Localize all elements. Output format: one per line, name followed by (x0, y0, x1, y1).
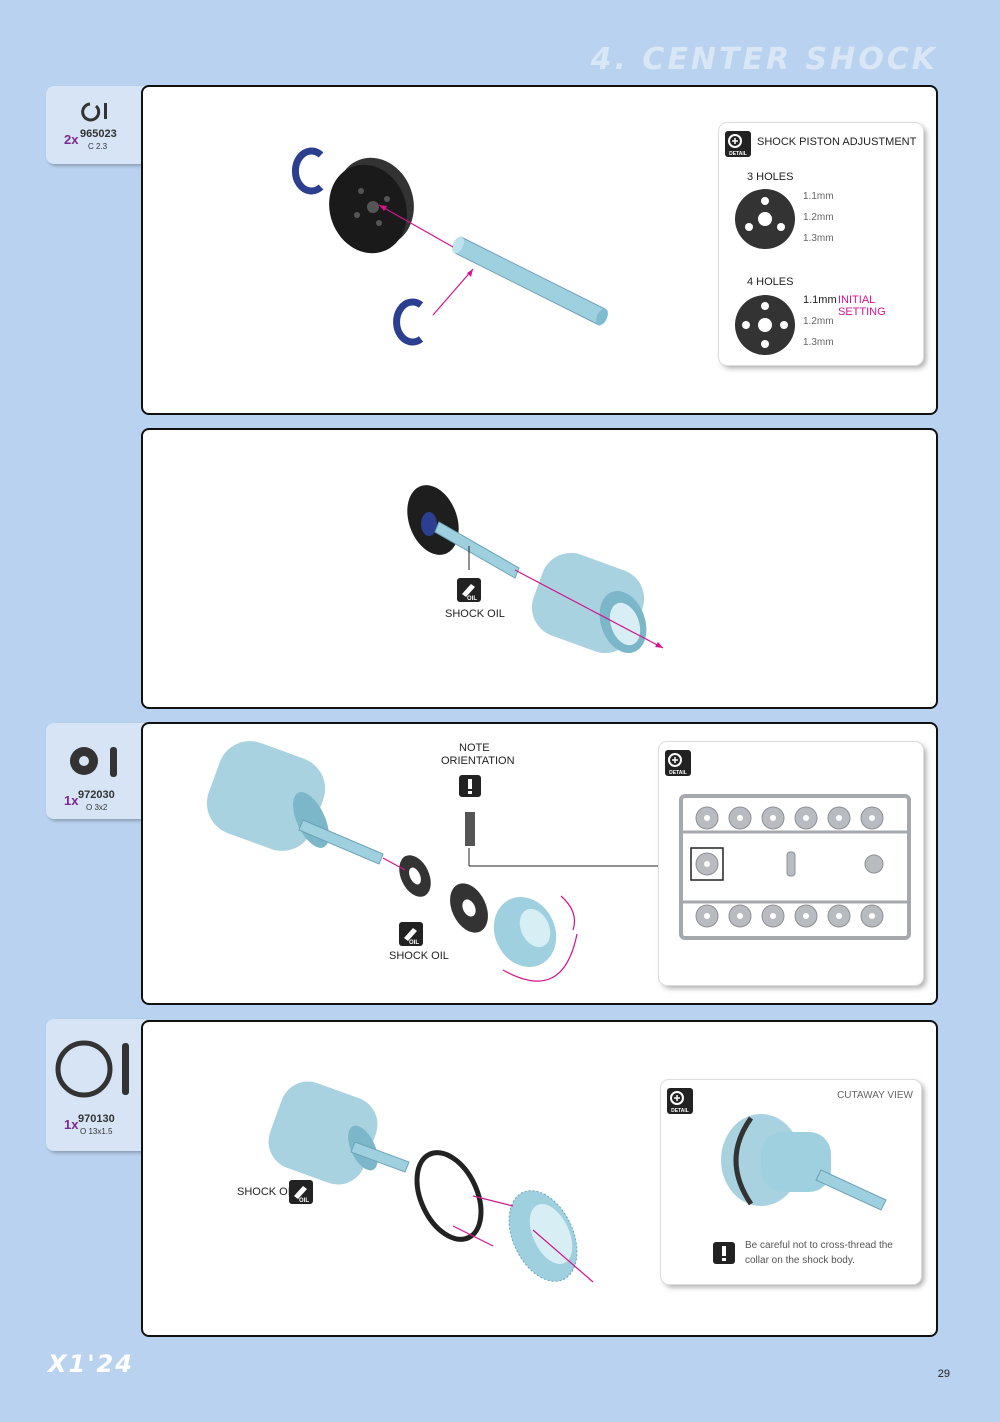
part-number: 970130 (78, 1113, 115, 1125)
four-holes-label: 4 HOLES (747, 276, 794, 288)
svg-text:OIL: OIL (467, 596, 477, 602)
cutaway-view-label: CUTAWAY VIEW (837, 1090, 913, 1101)
part-qty: 1x (64, 793, 79, 808)
detail-magnify-icon: DETAIL (725, 131, 751, 157)
threaded-collar (508, 1190, 578, 1282)
oil-icon: OIL (289, 1180, 313, 1204)
parts-tab-1: 2x 965023 C 2.3 (46, 86, 146, 164)
o-ring-seal (399, 855, 431, 897)
seal-assembly-illustration (206, 741, 703, 982)
step-3-panel: NOTE ORIENTATION OIL SHOCK OIL DETAIL (141, 722, 938, 1005)
part-size: O 3x2 (86, 803, 108, 812)
shock-oil-label: SHOCK OIL (445, 608, 505, 620)
spacer-washer (450, 883, 488, 933)
parts-tab-2: 1x 972030 O 3x2 (46, 723, 146, 819)
three-holes-option-1: 1.1mm (803, 191, 834, 202)
piston-assembly-illustration (291, 147, 608, 346)
svg-text:DETAIL: DETAIL (671, 1108, 689, 1114)
piston-4-holes (735, 295, 795, 355)
part-qty: 2x (64, 132, 79, 147)
oil-icon: OIL (457, 578, 481, 602)
svg-text:OIL: OIL (299, 1198, 309, 1204)
part-size: O 13x1.5 (80, 1127, 113, 1136)
part-number: 965023 (80, 128, 117, 140)
three-holes-option-3: 1.3mm (803, 233, 834, 244)
o-ring-small-icon (70, 747, 117, 777)
cutaway-detail: DETAIL CUTAWAY VIEW Be careful not to cr… (661, 1080, 921, 1284)
page-number: 29 (937, 1368, 950, 1380)
oil-icon: OIL (399, 922, 423, 946)
detail-magnify-icon: DETAIL (667, 1088, 693, 1114)
detail-magnify-icon: DETAIL (665, 750, 691, 776)
piston-disc (329, 157, 414, 254)
sprue-detail: DETAIL (659, 742, 923, 985)
section-title: 4. CENTER SHOCK (590, 42, 938, 77)
part-number: 972030 (78, 789, 115, 801)
four-holes-option-1: 1.1mm (803, 294, 837, 306)
shaft-into-body-illustration (407, 485, 664, 654)
part-qty: 1x (64, 1117, 79, 1132)
three-holes-option-2: 1.2mm (803, 212, 834, 223)
detail-title: SHOCK PISTON ADJUSTMENT (757, 136, 917, 148)
collar-assembly-illustration (268, 1081, 594, 1283)
three-holes-label: 3 HOLES (747, 171, 794, 183)
large-o-ring (414, 1150, 484, 1242)
warning-icon (459, 775, 481, 797)
product-logo: X1'24 (48, 1350, 134, 1378)
four-holes-option-3: 1.3mm (803, 337, 834, 348)
parts-tab-3: 1x 970130 O 13x1.5 (46, 1019, 146, 1151)
piston-3-holes (735, 189, 795, 249)
note-label-line2: ORIENTATION (441, 755, 515, 767)
shock-oil-label: SHOCK OIL (237, 1186, 297, 1198)
svg-text:OIL: OIL (409, 940, 419, 946)
step-4-panel: SHOCK OIL OIL DETAIL CUTAWAY VIEW Be car… (141, 1020, 938, 1337)
shock-oil-label: SHOCK OIL (389, 950, 449, 962)
e-clip-icon (81, 102, 107, 122)
shock-body (531, 552, 647, 654)
piston-adjustment-detail: DETAIL SHOCK PISTON ADJUSTMENT 3 HOLES 1… (719, 123, 923, 365)
seal-cap (493, 896, 557, 968)
initial-setting-label: INITIAL SETTING (838, 294, 886, 318)
shock-shaft (452, 236, 608, 326)
cutaway-illustration (721, 1114, 887, 1211)
note-label-line1: NOTE (459, 742, 490, 754)
step-2-panel: OIL SHOCK OIL (141, 428, 938, 709)
svg-text:DETAIL: DETAIL (729, 151, 747, 157)
o-ring-large-icon (55, 1040, 129, 1098)
e-clip-bottom (393, 298, 424, 346)
e-clip-top (291, 147, 324, 195)
parts-sprue (679, 794, 911, 940)
step-1-panel: DETAIL SHOCK PISTON ADJUSTMENT 3 HOLES 1… (141, 85, 938, 415)
warning-text-line1: Be careful not to cross-thread the (745, 1240, 893, 1251)
warning-text-line2: collar on the shock body. (745, 1255, 855, 1266)
part-size: C 2.3 (88, 142, 108, 151)
four-holes-option-2: 1.2mm (803, 316, 834, 327)
svg-text:DETAIL: DETAIL (669, 770, 687, 776)
warning-icon (713, 1242, 735, 1264)
